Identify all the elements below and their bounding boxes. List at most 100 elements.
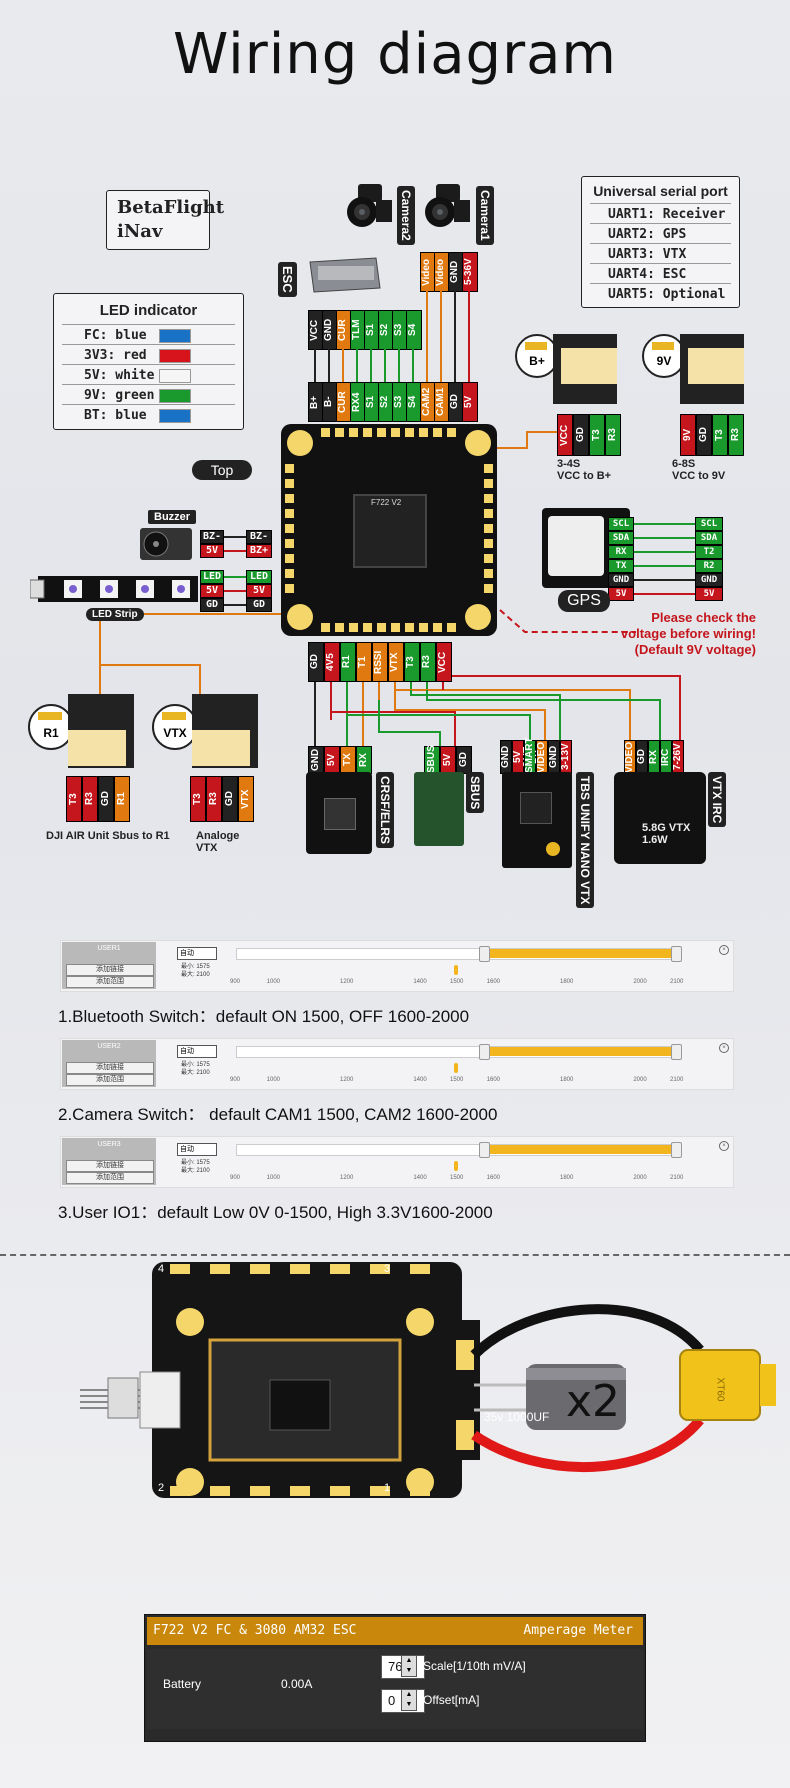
bplus-caption: 3-4S VCC to B+ <box>557 458 612 482</box>
fc-edge-pad <box>484 494 493 503</box>
fc-edge-pad <box>285 539 294 548</box>
bplus-pin: T3 <box>589 414 605 456</box>
led-row: FC: blue <box>62 324 235 345</box>
slider-tick-label: 900 <box>230 979 241 985</box>
uart-row: UART1: Receiver <box>590 203 731 224</box>
irc-pin: 7-26V <box>672 740 684 774</box>
fc-edge-pad <box>419 428 428 437</box>
irc-vtx: 5.8G VTX 1.6W <box>614 772 706 864</box>
fc-edge-pad <box>405 428 414 437</box>
slider-thumb-left[interactable] <box>478 946 490 962</box>
fc-edge-pad <box>484 569 493 578</box>
slider-fill <box>483 1047 676 1056</box>
fc-edge-pad <box>433 428 442 437</box>
firmware-inav: iNav <box>117 221 163 242</box>
fc-mount-hole <box>287 430 313 456</box>
gps-board-pin: 5V <box>695 587 723 601</box>
slider-tick-label: 1000 <box>266 979 281 985</box>
bplus-plug <box>561 348 617 384</box>
gps-module-pin: 5V <box>608 587 634 601</box>
fc-mount-hole <box>287 604 313 630</box>
esc-corner-3: 3 <box>384 1263 391 1275</box>
add-range-button[interactable]: 添加范围 <box>66 1074 154 1086</box>
r1-pin: R3 <box>82 776 98 822</box>
esc-label: ESC <box>278 262 297 297</box>
xt60-label: XT60 <box>714 1377 726 1402</box>
fc-edge-pad <box>321 428 330 437</box>
gps-module-pin: SDA <box>608 531 634 545</box>
slider-tick-label: 2000 <box>633 1077 647 1083</box>
gps-board-pin: SCL <box>695 517 723 531</box>
fc-edge-pad <box>405 623 414 632</box>
flight-controller-board: F722 V2 <box>281 424 497 636</box>
nine-v-pin: R3 <box>728 414 744 456</box>
led-strip-pin-gd: GD <box>200 598 224 612</box>
fc-mount-hole <box>465 430 491 456</box>
add-link-button[interactable]: 添加链接 <box>66 964 154 976</box>
slider-tick-label: 2100 <box>670 1077 684 1083</box>
mode-select[interactable]: 自动 <box>177 1143 217 1156</box>
slider-tick-label: 900 <box>230 1175 241 1181</box>
switch-note: 2.Camera Switch： default CAM1 1500, CAM2… <box>58 1105 498 1124</box>
add-range-button[interactable]: 添加范围 <box>66 976 154 988</box>
add-range-button[interactable]: 添加范围 <box>66 1172 154 1184</box>
gps-module-pin: TX <box>608 559 634 573</box>
slider-tick-label: 1600 <box>486 1077 501 1083</box>
led-strip-image <box>30 576 198 602</box>
camera1-label: Camera1 <box>476 186 494 245</box>
nine-v-tag: 9V <box>642 334 686 378</box>
gps-board-pin: GND <box>695 573 723 587</box>
sbus-receiver <box>414 772 464 846</box>
r1-pin: GD <box>98 776 114 822</box>
add-link-button[interactable]: 添加链接 <box>66 1160 154 1172</box>
fc-board-name: F722 V2 <box>371 498 402 507</box>
slider-thumb-right[interactable] <box>671 1044 682 1060</box>
slider-thumb-right[interactable] <box>671 1142 682 1158</box>
fc-edge-pad <box>391 428 400 437</box>
led-color-swatch <box>159 329 191 343</box>
uart-row-label: UART3: VTX <box>608 247 687 262</box>
slider-thumb-left[interactable] <box>478 1044 490 1060</box>
buzzer-pin-2: 5V <box>200 544 224 558</box>
slider-thumb-right[interactable] <box>671 946 682 962</box>
slider-thumb-left[interactable] <box>478 1142 490 1158</box>
gps-antenna <box>548 516 604 576</box>
mode-select[interactable]: 自动 <box>177 947 217 960</box>
nine-v-pin: T3 <box>712 414 728 456</box>
bottom-pin: T1 <box>356 642 372 682</box>
scale-stepper[interactable]: ▲▼ <box>401 1655 417 1677</box>
range-max: 最大: 2100 <box>181 972 210 978</box>
bplus-pin: GD <box>573 414 589 456</box>
close-icon[interactable]: × <box>719 945 729 955</box>
esc-corner-4: 4 <box>158 1263 165 1275</box>
led-row-label: FC: blue <box>84 328 147 343</box>
switch-note: 3.User IO1：default Low 0V 0-1500, High 3… <box>58 1203 493 1222</box>
gps-board-pin: SDA <box>695 531 723 545</box>
tbs-pin: 3-13V <box>560 740 572 774</box>
capacitor-multiplier: x2 <box>566 1376 621 1427</box>
fc-pin-led-5v: 5V <box>246 584 272 598</box>
slider-tick-label: 1500 <box>450 1077 464 1083</box>
slider-tick-label: 1500 <box>450 1175 464 1181</box>
add-link-button[interactable]: 添加链接 <box>66 1062 154 1074</box>
user-name: USER3 <box>97 1141 121 1148</box>
meter-header-right: Amperage Meter <box>523 1623 633 1638</box>
buzzer-label: Buzzer <box>148 510 197 524</box>
gps-label: GPS <box>558 590 610 612</box>
tbs-pin: 5V OUT <box>512 740 533 774</box>
uart-row: UART3: VTX <box>590 243 731 264</box>
bplus-tag-text: B+ <box>529 354 545 368</box>
offset-stepper[interactable]: ▲▼ <box>401 1689 417 1711</box>
uart-row: UART2: GPS <box>590 223 731 244</box>
close-icon[interactable]: × <box>719 1043 729 1053</box>
led-row: 5V: white <box>62 364 235 385</box>
slider-tick-label: 2000 <box>633 979 647 985</box>
fc-edge-pad <box>285 584 294 593</box>
crsf-label: CRSF/ELRS <box>376 772 394 849</box>
mode-select[interactable]: 自动 <box>177 1045 217 1058</box>
close-icon[interactable]: × <box>719 1141 729 1151</box>
tbs-pin: GND <box>548 740 560 774</box>
